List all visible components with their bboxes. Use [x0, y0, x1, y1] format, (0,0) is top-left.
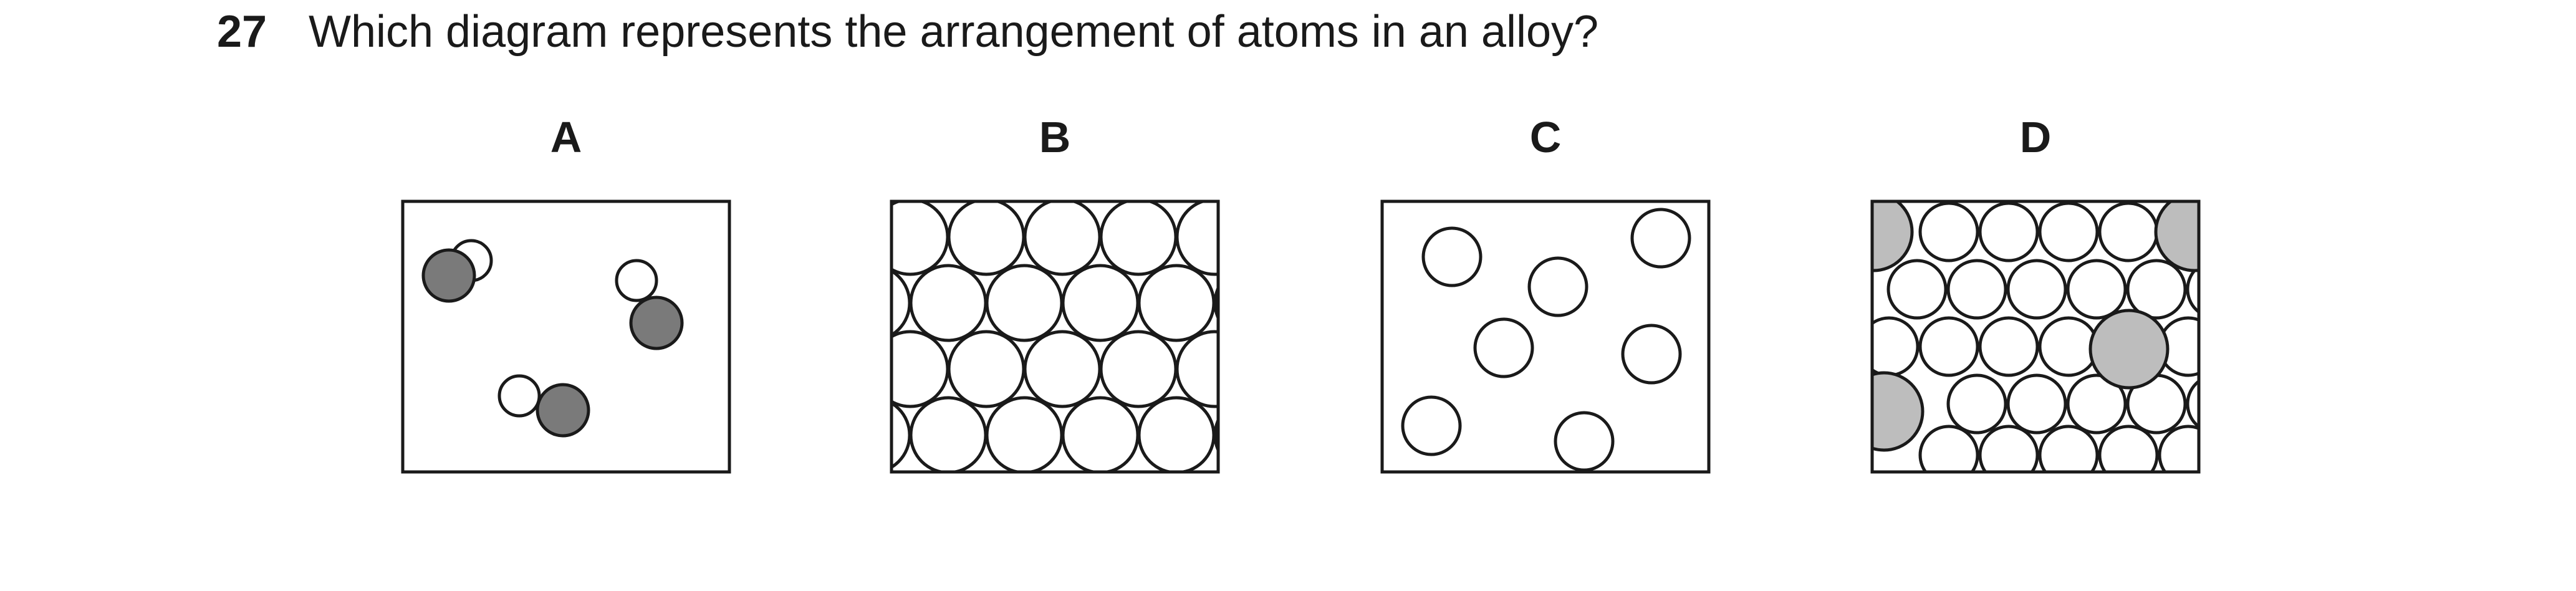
diagram-d — [1870, 199, 2201, 474]
atom-white — [2186, 379, 2199, 429]
atom-white — [1918, 316, 1979, 377]
atom-white — [1978, 201, 2039, 262]
option-label-a: A — [550, 113, 582, 161]
question-text: Which diagram represents the arrangement… — [309, 7, 1599, 57]
atom-white — [2066, 373, 2127, 435]
atom-white — [2006, 259, 2067, 320]
atom-white — [497, 374, 541, 418]
diagram-a — [401, 199, 731, 474]
atom-white — [1137, 264, 1216, 342]
atom-white — [947, 330, 1026, 408]
atom-white — [1473, 317, 1534, 378]
option-b[interactable]: B — [890, 112, 1220, 474]
atom-white — [2098, 201, 2159, 262]
atom-white — [2038, 201, 2099, 262]
atom-white — [1061, 264, 1140, 342]
diagram-d-frame — [1870, 199, 2201, 474]
option-c[interactable]: C — [1380, 112, 1711, 474]
option-d[interactable]: D — [1870, 112, 2201, 474]
atom-white — [2126, 259, 2187, 320]
atom-white — [985, 264, 1064, 342]
atom-white — [1978, 425, 2039, 472]
atom-white — [1175, 330, 1218, 408]
atom-white — [909, 264, 988, 342]
atom-white — [1023, 201, 1102, 276]
option-label-b: B — [1039, 113, 1071, 161]
atom-white — [985, 396, 1064, 472]
atom-white — [909, 396, 988, 472]
atom-white — [947, 201, 1026, 276]
atom-white — [2006, 373, 2067, 435]
option-a[interactable]: A — [401, 112, 731, 474]
atom-white — [1946, 373, 2007, 435]
atom-white — [1630, 208, 1691, 269]
atom-white — [1099, 201, 1178, 276]
question-number: 27 — [217, 7, 267, 57]
atom-white — [1421, 226, 1483, 287]
atom-white — [2038, 316, 2099, 377]
atom-grey — [536, 383, 590, 438]
atom-grey — [2088, 309, 2170, 390]
atom-white — [1554, 411, 1615, 472]
diagram-b — [890, 199, 1220, 474]
atom-white — [2066, 259, 2127, 320]
atom-white — [1023, 330, 1102, 408]
question: 27 Which diagram represents the arrangem… — [0, 4, 2576, 60]
atom-white — [2186, 264, 2199, 314]
atom-grey — [2154, 201, 2199, 272]
atom-white — [1175, 201, 1218, 276]
diagram-b-frame — [890, 199, 1220, 474]
atom-white — [892, 201, 949, 276]
atom-white — [1137, 396, 1216, 472]
atom-white — [2098, 425, 2159, 472]
atom-grey — [629, 296, 684, 350]
atom-white — [2038, 425, 2099, 472]
atom-grey — [421, 248, 476, 303]
diagram-c — [1380, 199, 1711, 474]
option-label-d: D — [2019, 113, 2052, 161]
atom-white — [1886, 259, 1948, 320]
atom-white — [1918, 201, 1979, 262]
atom-white — [1946, 259, 2007, 320]
atom-white — [1621, 324, 1682, 385]
atom-grey — [1872, 371, 1925, 452]
atom-white — [2158, 425, 2199, 472]
atom-white — [1061, 396, 1140, 472]
atom-white — [1527, 256, 1588, 317]
atom-white — [615, 259, 658, 302]
atom-white — [1099, 330, 1178, 408]
atom-white — [1978, 316, 2039, 377]
atom-white — [892, 330, 949, 408]
atom-white — [1872, 316, 1920, 377]
atom-white — [1918, 425, 1979, 472]
atom-white — [1401, 395, 1462, 456]
option-label-c: C — [1529, 113, 1562, 161]
